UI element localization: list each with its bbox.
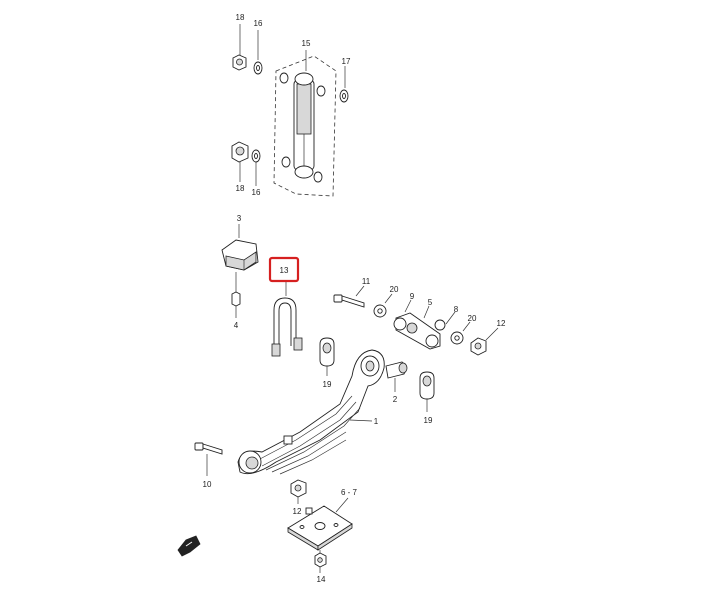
washer-part-20-right[interactable] xyxy=(450,321,471,345)
bushing-part-19-left[interactable] xyxy=(319,337,335,376)
callout-13[interactable]: 13 xyxy=(280,266,289,275)
nut-part-14[interactable] xyxy=(314,552,327,573)
callout-16-top: 16 xyxy=(254,19,263,28)
washer-part-16-top[interactable] xyxy=(253,30,263,75)
leaf-spring-part-1[interactable] xyxy=(237,349,385,475)
bushing-part-2[interactable] xyxy=(385,361,408,392)
washer-part-20-left[interactable] xyxy=(373,293,393,318)
washer-part-16-bottom[interactable] xyxy=(251,149,261,186)
bolt-part-11[interactable] xyxy=(333,285,365,308)
callout-4: 4 xyxy=(234,321,239,330)
nut-part-18-bottom[interactable] xyxy=(231,141,249,182)
bolt-part-10[interactable] xyxy=(194,442,223,476)
callout-3: 3 xyxy=(237,214,242,223)
callout-19-left: 19 xyxy=(323,380,332,389)
callout-2: 2 xyxy=(393,395,398,404)
callout-10: 10 xyxy=(203,480,212,489)
callout-11: 11 xyxy=(362,277,371,286)
u-bolt-part-13[interactable] xyxy=(271,280,303,357)
callout-20-right: 20 xyxy=(468,314,477,323)
spring-seat-plate-part-6-7[interactable] xyxy=(287,497,353,554)
front-direction-arrow-icon xyxy=(177,535,201,557)
callout-18-top: 18 xyxy=(236,13,245,22)
highlight-box-part-13 xyxy=(268,256,300,283)
nut-part-12-bottom[interactable] xyxy=(290,479,307,504)
callout-17: 17 xyxy=(342,57,351,66)
bolt-part-4[interactable] xyxy=(231,272,241,318)
bump-stop-part-3[interactable] xyxy=(221,224,259,271)
shackle-part-9-5[interactable] xyxy=(393,299,441,350)
callout-19-right: 19 xyxy=(424,416,433,425)
callout-6-7: 6 - 7 xyxy=(341,488,358,497)
washer-part-17[interactable] xyxy=(339,66,349,103)
nut-part-18-top[interactable] xyxy=(232,24,247,71)
callout-18-bottom: 18 xyxy=(236,184,245,193)
callout-9: 9 xyxy=(410,292,415,301)
callout-8: 8 xyxy=(454,305,459,314)
callout-12-bottom: 12 xyxy=(293,507,302,516)
callout-5: 5 xyxy=(428,298,433,307)
callout-20-left: 20 xyxy=(390,285,399,294)
callout-1: 1 xyxy=(374,417,379,426)
bushing-part-8[interactable] xyxy=(434,311,456,331)
nut-part-12-right[interactable] xyxy=(470,327,499,356)
callout-14: 14 xyxy=(317,575,326,584)
bushing-part-19-right[interactable] xyxy=(419,371,435,412)
callout-16-bottom: 16 xyxy=(252,188,261,197)
callout-15: 15 xyxy=(302,39,311,48)
callout-12-right: 12 xyxy=(497,319,506,328)
shock-absorber-part-15[interactable] xyxy=(273,50,337,197)
